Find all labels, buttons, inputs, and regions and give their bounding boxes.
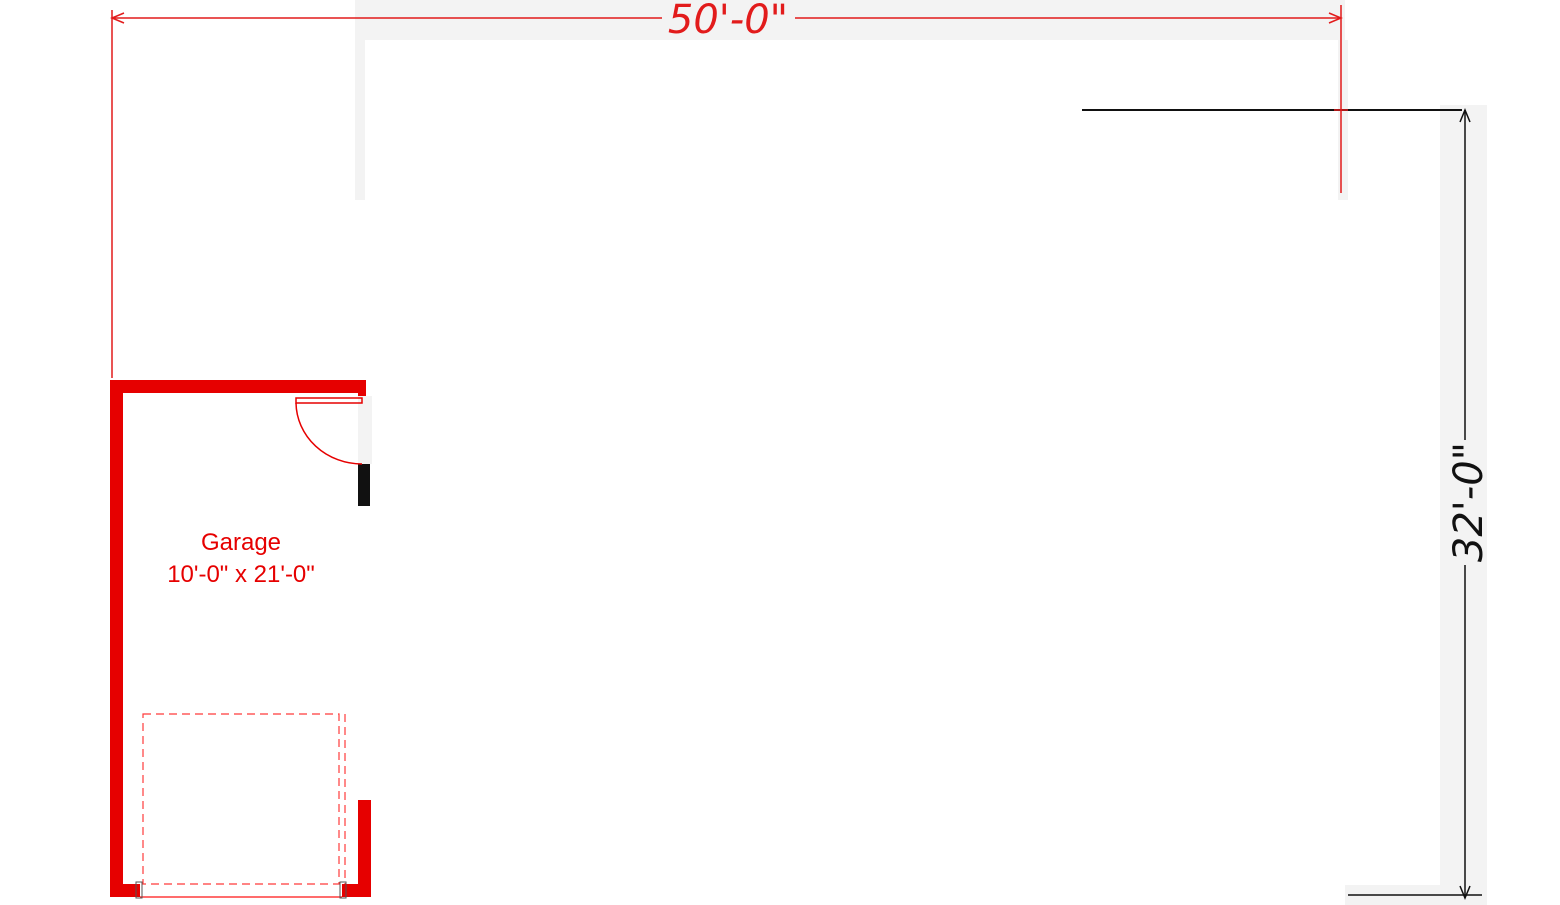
overhead-door-outline (142, 713, 340, 885)
garage-walls (110, 380, 371, 897)
ghost-right-wall-stub (1338, 40, 1348, 200)
door-arc (295, 402, 363, 465)
room-name: Garage (201, 529, 281, 556)
height-dimension (1348, 108, 1482, 900)
garage-bottom-wall-left (110, 884, 140, 897)
overhead-door (142, 713, 346, 885)
width-arrow-right (1328, 12, 1343, 24)
black-wall-segment (358, 464, 370, 506)
room-size: 10'-0" x 21'-0" (167, 561, 315, 588)
ghost-top-wall (355, 0, 1345, 40)
width-arrow-left (110, 12, 125, 24)
door-leaf (295, 397, 363, 404)
height-arrow-bottom (1459, 885, 1471, 900)
ghost-far-right-wall (1440, 105, 1487, 905)
garage-door-jamb (358, 380, 366, 396)
width-dimension (110, 5, 1343, 378)
garage-left-wall (110, 380, 123, 897)
height-dimension-label: 32'-0" (1446, 442, 1492, 562)
ghost-house-outline (355, 0, 1487, 905)
garage-right-wall-lower (358, 800, 371, 897)
ghost-door-opening (358, 396, 372, 464)
door-post-right (339, 881, 347, 899)
garage-top-wall (110, 380, 358, 393)
door-swing (295, 397, 363, 465)
door-post-left (135, 881, 143, 899)
ghost-left-wall-stub (355, 40, 365, 200)
width-dimension-label: 50'-0" (668, 0, 788, 43)
height-arrow-top (1459, 108, 1471, 123)
